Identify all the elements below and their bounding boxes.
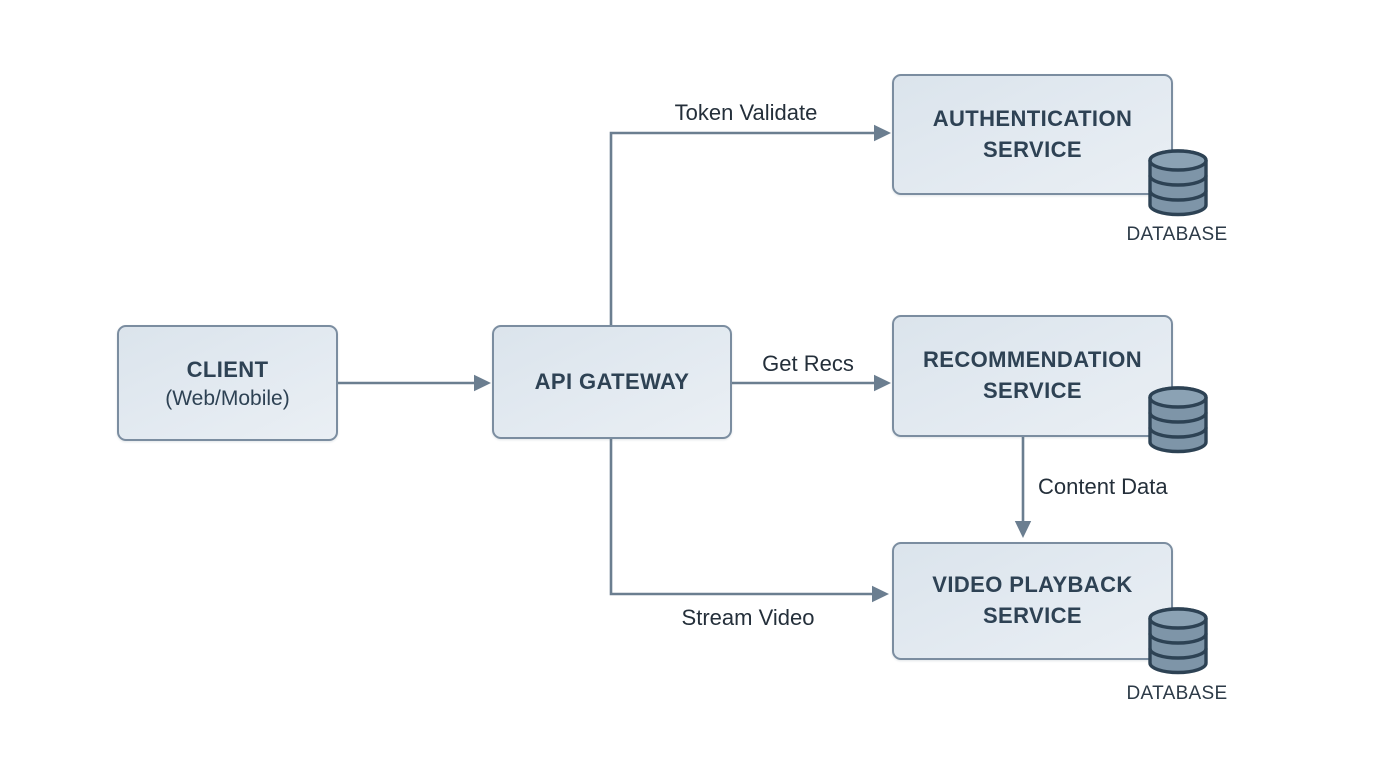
authentication-service-title: AUTHENTICATION SERVICE: [932, 105, 1133, 162]
client-node: CLIENT (Web/Mobile): [117, 325, 338, 441]
database-icon: [1148, 386, 1208, 454]
api-gateway-title: API GATEWAY: [534, 368, 690, 394]
authentication-service-node: AUTHENTICATION SERVICE: [892, 74, 1173, 195]
arrowhead-rec-to-video: [1014, 521, 1032, 538]
video-database-label: DATABASE: [1126, 683, 1228, 704]
auth-database-label: DATABASE: [1126, 224, 1228, 245]
api-gateway-node: API GATEWAY: [492, 325, 732, 439]
video-playback-service-title: VIDEO PLAYBACK SERVICE: [932, 572, 1133, 628]
arrowhead-api-to-auth: [874, 124, 891, 142]
arrowhead-api-to-video: [872, 585, 889, 603]
recommendation-service-node: RECOMMENDATION SERVICE: [892, 315, 1173, 437]
client-title: CLIENT: [186, 356, 269, 382]
recommendation-service-title: RECOMMENDATION SERVICE: [922, 347, 1143, 403]
edge-label-get-recs: Get Recs: [762, 351, 854, 376]
edge-api-to-auth: [609, 131, 876, 325]
arrowhead-api-to-rec: [874, 374, 891, 392]
edge-api-to-video: [609, 439, 874, 596]
edge-label-stream-video: Stream Video: [681, 605, 815, 630]
video-playback-service-node: VIDEO PLAYBACK SERVICE: [892, 542, 1173, 660]
edge-label-content-data: Content Data: [1038, 474, 1168, 499]
edge-label-token-validate: Token Validate: [674, 100, 818, 125]
client-subtitle: (Web/Mobile): [165, 387, 290, 411]
database-icon: [1148, 149, 1208, 217]
database-icon: [1148, 607, 1208, 675]
arrowhead-client-to-api: [474, 374, 491, 392]
